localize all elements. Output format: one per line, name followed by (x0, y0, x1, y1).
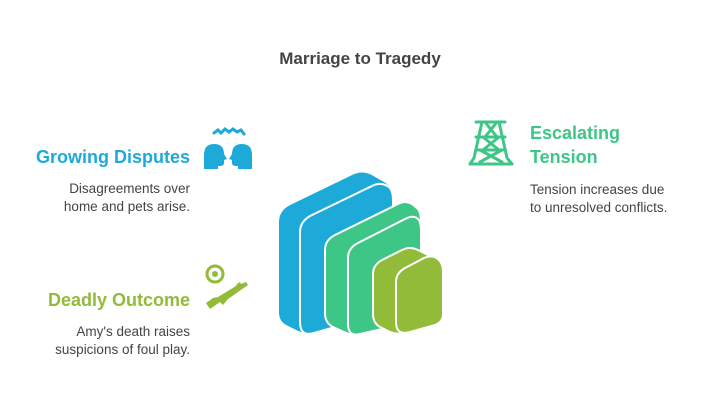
desc-line: home and pets arise. (63, 199, 190, 214)
desc-line: to unresolved conflicts. (530, 200, 668, 215)
heading-line: Escalating (530, 123, 621, 143)
heading-line: Tension (530, 147, 598, 167)
block-lime-front (395, 255, 444, 334)
escalating-tension-heading: Escalating Tension (530, 121, 620, 169)
deadly-outcome-heading: Deadly Outcome (47, 290, 190, 310)
desc-line: suspicions of foul play. (55, 342, 190, 357)
rifle-target-icon (205, 264, 248, 309)
growing-disputes-heading: Growing Disputes (35, 147, 190, 167)
desc-line: Amy's death raises (76, 324, 190, 339)
diagram-title: Marriage to Tragedy (279, 49, 441, 68)
growing-disputes-desc: Disagreements over home and pets arise. (64, 180, 190, 216)
desc-line: Disagreements over (69, 181, 190, 196)
arguing-heads-icon (204, 127, 252, 169)
desc-line: Tension increases due (530, 182, 665, 197)
deadly-outcome-desc: Amy's death raises suspicions of foul pl… (55, 323, 190, 359)
tower-icon (468, 120, 514, 166)
escalating-tension-desc: Tension increases due to unresolved conf… (530, 181, 667, 217)
